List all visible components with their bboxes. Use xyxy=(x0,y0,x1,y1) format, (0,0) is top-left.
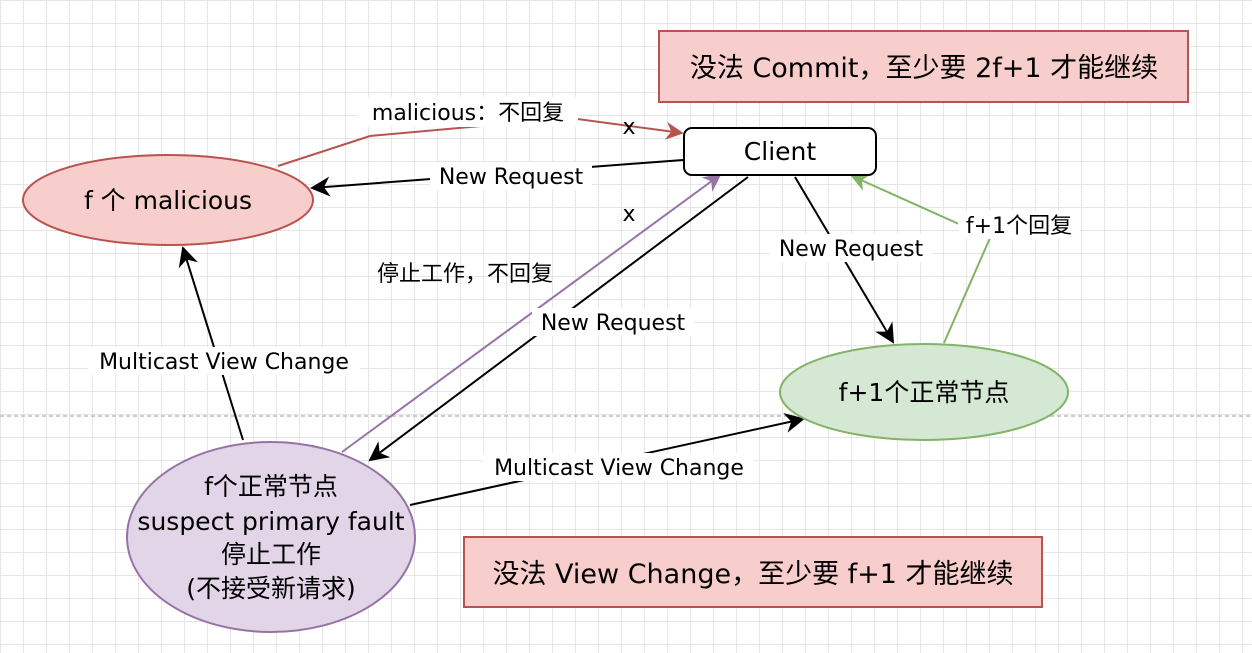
node-normal-right xyxy=(779,343,1069,441)
label-bg-left-to-malicious xyxy=(88,347,360,375)
node-malicious-label: f 个 malicious xyxy=(84,186,252,215)
edge-mark-left-to-client: x xyxy=(622,202,635,227)
note-bottom xyxy=(463,536,1043,608)
edge-left-to-client xyxy=(341,173,722,453)
edge-label-right-to-client: f+1个回复 xyxy=(966,214,1072,239)
edge-label-client-to-right: New Request xyxy=(779,237,924,262)
edge-mark-malicious-to-client: x xyxy=(622,115,635,140)
node-client-label: Client xyxy=(744,137,817,166)
node-normal-left xyxy=(126,441,416,633)
note-bottom-text: 没法 View Change，至少要 f+1 才能继续 xyxy=(492,559,1013,590)
node-malicious xyxy=(22,154,314,246)
note-top-text: 没法 Commit，至少要 2f+1 才能继续 xyxy=(690,53,1158,84)
label-bg-client-to-malicious xyxy=(430,162,592,190)
node-client xyxy=(683,127,877,176)
node-normal-left-line-1: f个正常节点 xyxy=(204,472,338,501)
label-bg-right-to-client xyxy=(958,211,1080,239)
edge-label-client-to-left: New Request xyxy=(541,311,686,336)
label-bg-client-to-right xyxy=(770,234,932,262)
label-bg-left-to-right xyxy=(483,453,755,481)
edge-label-left-to-right: Multicast View Change xyxy=(494,456,744,481)
edge-label-malicious-to-client: malicious：不回复 xyxy=(372,101,564,126)
label-bg-malicious-to-client xyxy=(358,97,578,127)
label-bg-client-to-left xyxy=(532,308,694,336)
node-normal-left-line-4: (不接受新请求) xyxy=(186,574,356,603)
edge-label-client-to-malicious: New Request xyxy=(439,165,584,190)
node-normal-left-line-3: 停止工作 xyxy=(221,540,321,569)
edge-label-left-to-malicious: Multicast View Change xyxy=(99,350,349,375)
edge-left-to-malicious xyxy=(178,246,244,441)
note-top xyxy=(658,30,1189,103)
node-normal-right-label: f+1个正常节点 xyxy=(839,378,1010,407)
node-normal-left-line-2: suspect primary fault xyxy=(137,507,404,536)
edge-label-left-to-client: 停止工作，不回复 xyxy=(377,262,553,287)
